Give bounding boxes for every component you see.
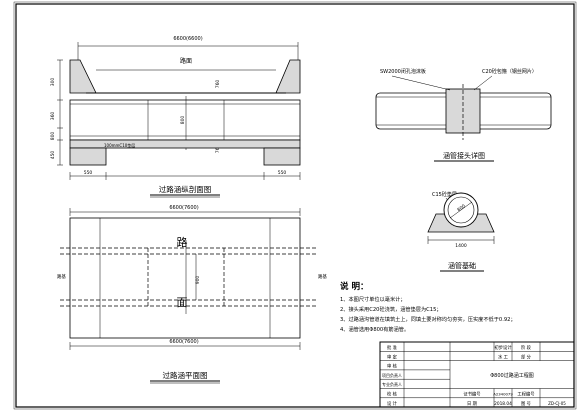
road-surface-label: 路面	[180, 57, 192, 65]
foundation-title: 涵管基础	[448, 261, 476, 270]
plan-height-dim: 900	[195, 276, 201, 285]
joint-title: 涵管接头详图	[443, 151, 485, 160]
road-char-1: 路	[177, 236, 188, 249]
section-left-dim-4: 450	[50, 151, 56, 160]
tb-date-value: 2018.04	[494, 401, 512, 407]
section-view: 6600(6600) 300 360 800 450 路面 800 760 76…	[50, 36, 301, 198]
tb-cert-value: A2340079	[493, 392, 513, 397]
tb-row-label: 项目负责人	[382, 372, 402, 378]
left-footing	[69, 147, 107, 166]
tb-page-value: ZD-CJ-05	[548, 401, 566, 406]
note-item: 4、涵管选用Φ800有筋涵管。	[340, 325, 409, 333]
right-wingwall	[275, 59, 301, 94]
right-footing	[263, 147, 301, 166]
tb-drawing-name: Φ800过路涵工程图	[490, 372, 533, 379]
notes-heading: 说 明：	[340, 281, 368, 292]
section-mid-dim: 800	[180, 116, 186, 125]
section-top-dim: 6600(6600)	[173, 36, 202, 42]
c15-label: C15砼垫层	[432, 191, 457, 198]
plan-bottom-dim: 6600(7600)	[169, 339, 198, 345]
bottom-dim-right: 550	[278, 170, 287, 176]
tb-stage-label: 阶 段	[521, 344, 532, 351]
pipe-bedding	[69, 139, 301, 149]
tb-cert-label: 证书编号	[463, 391, 480, 398]
bottom-dim-left: 550	[84, 170, 93, 176]
title-block-frame	[379, 341, 575, 408]
plan-left-tag: 路基	[57, 273, 66, 280]
foundation-detail: C15砼垫层 800 1400 涵管基础	[427, 191, 495, 272]
plan-title: 过路涵平面图	[163, 370, 208, 380]
title-block: 批 准 审 定 审 核 项目负责人 专业负责人 校 核 设 计 初步设计 阶 段…	[379, 341, 575, 408]
tb-stage-value: 初步设计	[494, 344, 512, 351]
section-left-dim-1: 300	[50, 78, 56, 87]
left-wingwall	[69, 59, 97, 94]
rubber-label: SW2000闭孔泡沫板	[380, 68, 426, 75]
section-right-dim-2: 760	[215, 145, 221, 154]
sheet-border	[15, 3, 575, 408]
note-item: 3、过路涵沟管道在填筑土上，同填土要对称均匀夯实，压实度不低于0.92；	[340, 315, 516, 323]
plan-view: 6600(7600) 900 路 面 路基 路基 6600(7600) 过路涵平…	[57, 205, 327, 384]
plan-right-tag: 路基	[318, 273, 327, 280]
note-item: 1、本图尺寸单位以毫米计；	[340, 295, 406, 303]
tb-date-label: 日 期	[467, 401, 477, 407]
note-item: 2、接头采用C20砼浇筑，涵管垫层为C15；	[340, 305, 442, 313]
tb-drawing-no-label: 工程编号	[517, 391, 534, 398]
tb-row-label: 批 准	[387, 344, 398, 351]
tb-page-label: 图 号	[521, 401, 531, 407]
tb-row-label: 校 核	[387, 391, 398, 398]
tb-row-label: 设 计	[387, 400, 398, 407]
tb-part-value: 水 工	[498, 353, 509, 360]
notes: 说 明： 1、本图尺寸单位以毫米计； 2、接头采用C20砼浇筑，涵管垫层为C15…	[340, 281, 516, 333]
section-right-dim-1: 760	[215, 80, 221, 89]
road-char-2: 面	[177, 296, 188, 309]
base-label: 100mmC10垫层	[104, 142, 135, 148]
ring-label: C20砼包箍（钢丝网片）	[482, 68, 537, 75]
tb-row-label: 专业负责人	[382, 381, 402, 387]
tb-row-label: 审 核	[387, 363, 398, 370]
section-title: 过路涵纵剖面图	[159, 184, 212, 194]
tb-part-label: 部 分	[521, 353, 532, 360]
section-left-dim-2: 360	[50, 112, 56, 121]
plan-outline	[69, 217, 301, 339]
foundation-width-dim: 1400	[455, 243, 467, 249]
section-left-dim-3: 800	[50, 132, 56, 141]
tb-row-label: 审 定	[387, 353, 398, 360]
plan-top-dim: 6600(7600)	[169, 205, 198, 211]
pipe-dia-label: 800	[456, 203, 467, 213]
sheet-outer-border	[13, 1, 577, 410]
joint-detail: SW2000闭孔泡沫板 C20砼包箍（钢丝网片） 涵管接头详图	[375, 68, 552, 162]
